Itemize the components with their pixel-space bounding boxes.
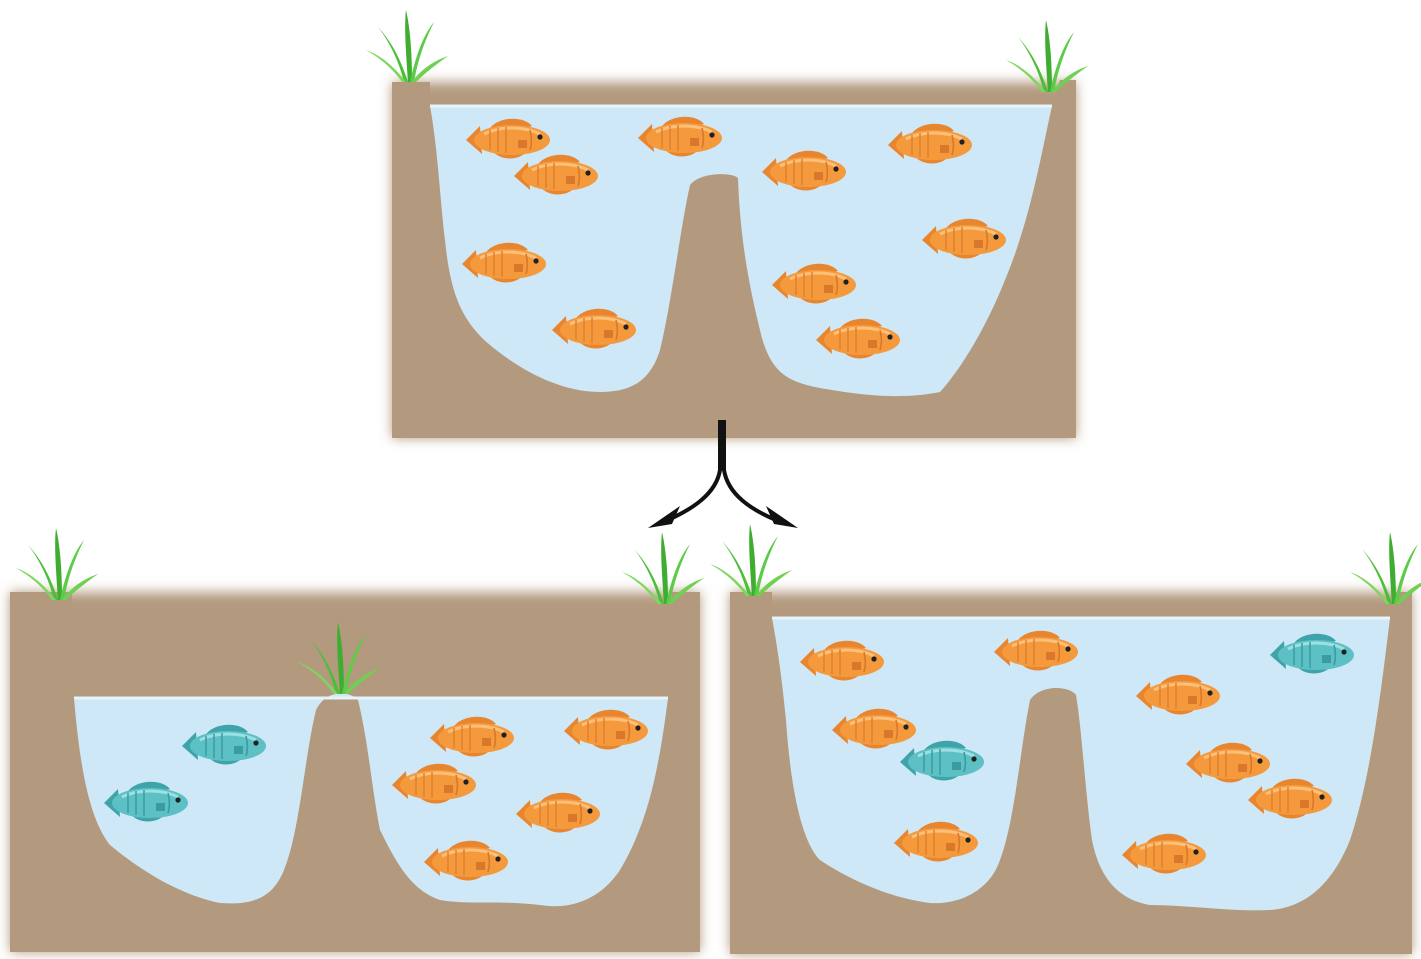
scene-mixed-population xyxy=(710,524,1421,954)
grass-icon xyxy=(366,10,448,82)
grass-icon xyxy=(16,528,98,600)
grass-icon xyxy=(710,524,792,596)
scene-original-population xyxy=(366,10,1088,438)
scene-separated-population xyxy=(10,528,704,952)
